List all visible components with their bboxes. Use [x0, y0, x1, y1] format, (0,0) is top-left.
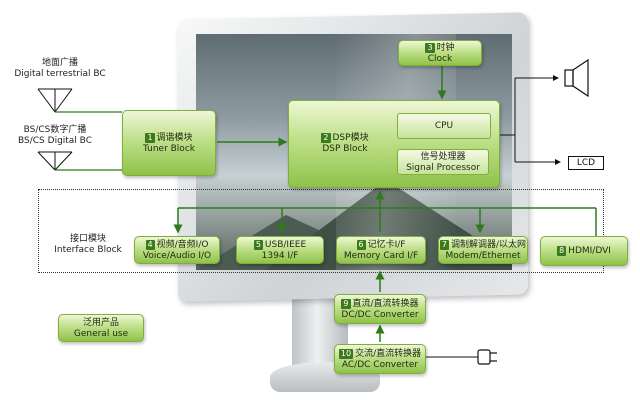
- signal-processor-label-cn: 信号处理器: [420, 152, 466, 162]
- dcdc-label-en: DC/DC Converter: [341, 310, 419, 320]
- interface-block-label-en: Interface Block: [54, 245, 122, 255]
- cpu-box: CPU: [397, 113, 491, 139]
- interface-block-label: 接口模块 Interface Block: [48, 234, 128, 256]
- antenna-terrestrial-label-en: Digital terrestrial BC: [14, 69, 106, 79]
- interface-usb-number-badge: 5: [253, 240, 263, 250]
- antenna-terrestrial-label-cn: 地面广播: [41, 58, 78, 68]
- lcd-label: LCD: [576, 158, 596, 168]
- clock-number-badge: 3: [425, 43, 435, 53]
- interface-hdmi-label-cn: HDMI/DVI: [568, 246, 611, 256]
- dsp-label-cn: DSP模块: [332, 133, 369, 143]
- clock-label-cn: 时钟: [436, 43, 455, 53]
- interface-modem-label-en: Modem/Ethernet: [445, 251, 521, 261]
- interface-hdmi-number-badge: 8: [557, 246, 567, 256]
- dcdc-label-cn: 直流/直流转换器: [352, 299, 419, 309]
- interface-modem-number-badge: 7: [439, 240, 450, 250]
- general-use-block: 泛用产品 General use: [58, 314, 144, 342]
- tuner-number-badge: 1: [145, 133, 155, 143]
- acdc-label-cn: 交流/直流转换器: [355, 349, 422, 359]
- interface-memory-label-en: Memory Card I/F: [343, 251, 419, 261]
- clock-label-en: Clock: [427, 54, 453, 64]
- speaker-icon: [564, 58, 589, 98]
- tuner-label-en: Tuner Block: [143, 144, 195, 154]
- antenna-satellite-label-en: BS/CS Digital BC: [18, 136, 92, 146]
- antenna-terrestrial-icon: [37, 88, 73, 113]
- tuner-label-cn: 调谐模块: [156, 133, 193, 143]
- signal-processor-label-en: Signal Processor: [406, 163, 480, 173]
- signal-processor-box: 信号处理器 Signal Processor: [397, 149, 489, 175]
- antenna-satellite-label-cn: BS/CS数字广播: [23, 125, 87, 135]
- interface-usb-label-en: 1394 I/F: [261, 251, 299, 261]
- interface-block-label-cn: 接口模块: [69, 234, 106, 244]
- dsp-number-badge: 2: [321, 133, 331, 143]
- cpu-label: CPU: [434, 121, 454, 131]
- dcdc-number-badge: 9: [341, 299, 351, 309]
- antenna-terrestrial-label: 地面广播 Digital terrestrial BC: [4, 58, 116, 80]
- general-use-label-cn: 泛用产品: [82, 318, 119, 328]
- acdc-number-badge: 10: [338, 349, 354, 359]
- dsp-label-en: DSP Block: [322, 144, 368, 154]
- interface-av-label-en: Voice/Audio I/O: [142, 251, 212, 261]
- lcd-box: LCD: [568, 156, 604, 170]
- general-use-label-en: General use: [73, 329, 129, 339]
- interface-memory-label-cn: 记忆卡I/F: [367, 240, 406, 250]
- interface-modem-label-cn: 调制解调器/以太网: [451, 240, 527, 250]
- interface-region: [38, 189, 604, 273]
- power-plug-icon: [477, 349, 497, 365]
- antenna-satellite-icon: [37, 151, 73, 171]
- interface-av-label-cn: 视频/音频I/O: [156, 240, 209, 250]
- interface-usb-label-cn: USB/IEEE: [264, 240, 307, 250]
- acdc-label-en: AC/DC Converter: [341, 360, 419, 370]
- interface-memory-number-badge: 6: [356, 240, 366, 250]
- interface-av-number-badge: 4: [145, 240, 155, 250]
- antenna-satellite-label: BS/CS数字广播 BS/CS Digital BC: [10, 125, 100, 147]
